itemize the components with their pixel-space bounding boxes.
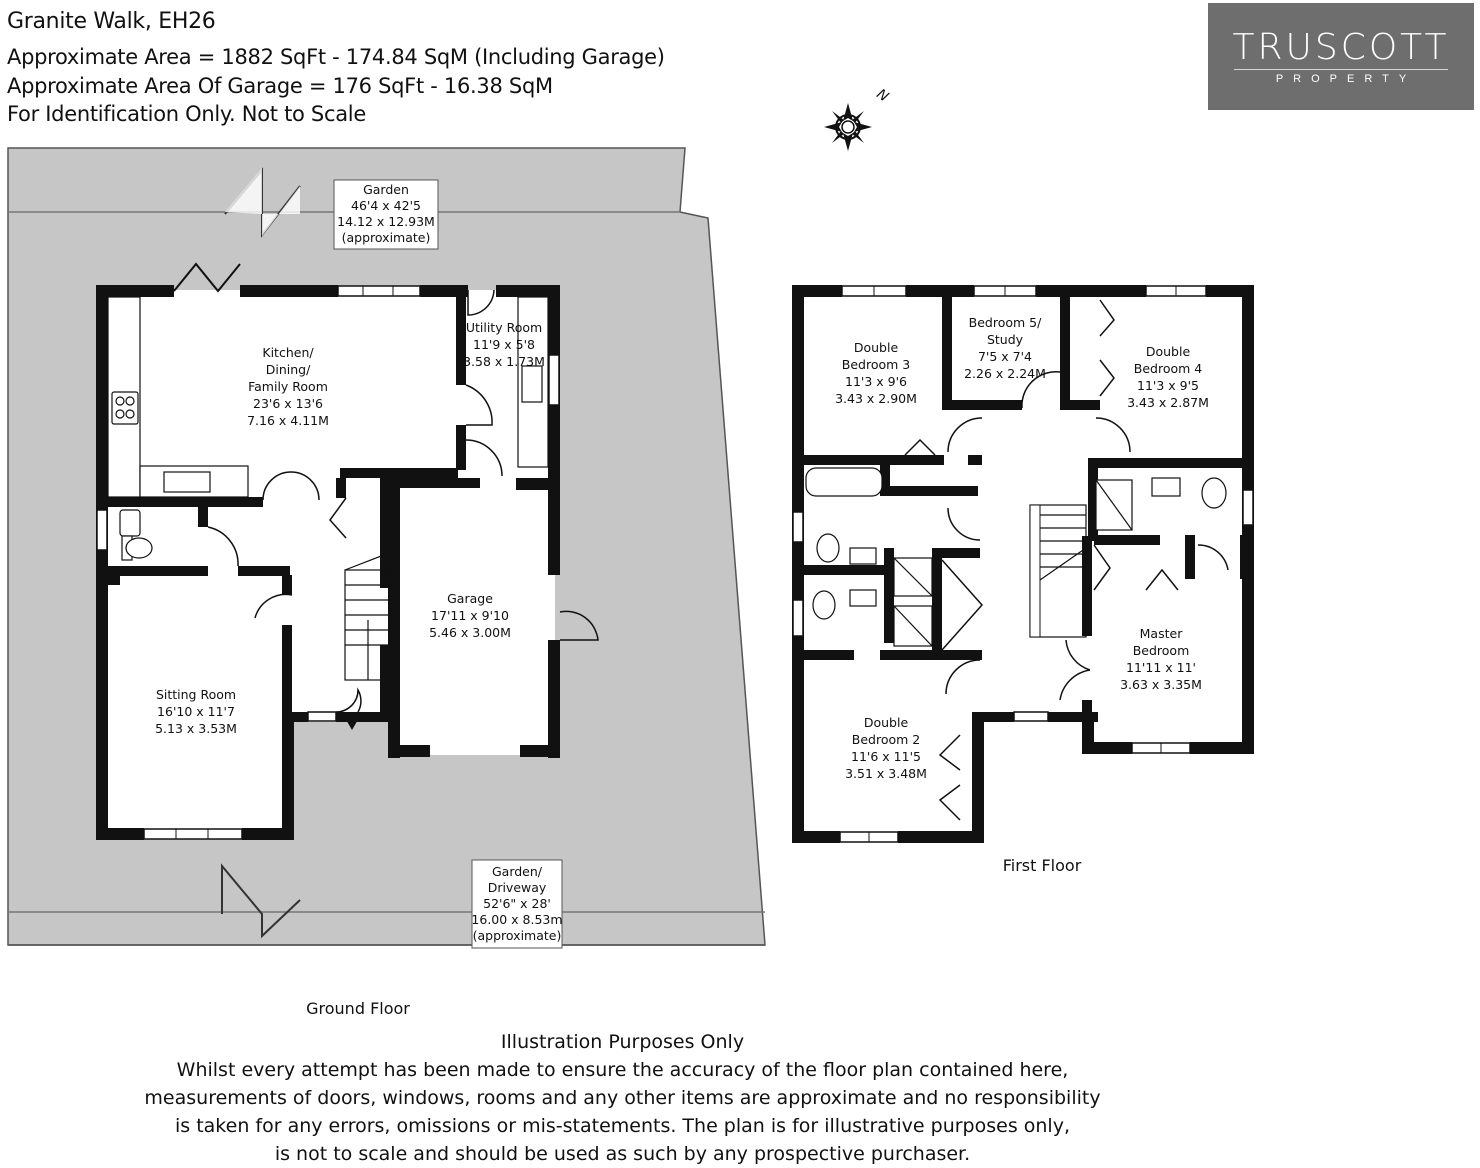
ground-floor-plan: Garden 46'4 x 42'5 14.12 x 12.93M (appro…	[7, 147, 766, 1018]
utility-name: Utility Room	[466, 320, 542, 335]
kitchen-dim-imperial: 23'6 x 13'6	[253, 396, 323, 411]
bed5-name2: Study	[987, 332, 1024, 347]
ground-floor-label: Ground Floor	[306, 999, 410, 1018]
bed3-name2: Bedroom 3	[842, 357, 910, 372]
first-floor-plan: Double Bedroom 3 11'3 x 9'6 3.43 x 2.90M…	[792, 285, 1254, 875]
bed5-dim-imperial: 7'5 x 7'4	[978, 349, 1032, 364]
ground-stairs	[344, 552, 390, 681]
ground-windows	[96, 285, 560, 840]
ground-walls	[96, 285, 560, 840]
bed5-name: Bedroom 5/	[969, 315, 1042, 330]
company-logo: TRUSCOTT PROPERTY	[1208, 3, 1474, 110]
area-garage: Approximate Area Of Garage = 176 SqFt - …	[7, 74, 553, 98]
ground-wc	[119, 509, 153, 561]
kitchen-label: Kitchen/ Dining/ Family Room 23'6 x 13'6…	[247, 345, 329, 428]
garage-dim-imperial: 17'11 x 9'10	[431, 608, 509, 623]
compass-icon	[824, 103, 872, 151]
bed3-name: Double	[854, 340, 899, 355]
bed2-name2: Bedroom 2	[852, 732, 920, 747]
garage-name: Garage	[447, 591, 493, 606]
bed4-dim-imperial: 11'3 x 9'5	[1137, 378, 1199, 393]
disclaimer-line: is taken for any errors, omissions or mi…	[175, 1115, 1070, 1137]
bed4-name2: Bedroom 4	[1134, 361, 1203, 376]
garden-bottom-dim-imperial: 52'6" x 28'	[483, 896, 551, 911]
logo-rule	[1234, 69, 1448, 70]
kitchen-units	[107, 296, 549, 498]
sitting-dim-metric: 5.13 x 3.53M	[155, 721, 237, 736]
master-dim-metric: 3.63 x 3.35M	[1120, 677, 1202, 692]
bedroom5-label: Bedroom 5/ Study 7'5 x 7'4 2.26 x 2.24M	[964, 315, 1046, 381]
utility-dim-imperial: 11'9 x 5'8	[473, 337, 535, 352]
bedroom4-label: Double Bedroom 4 11'3 x 9'5 3.43 x 2.87M	[1127, 344, 1209, 410]
garden-bottom-label-box: Garden/ Driveway 52'6" x 28' 16.00 x 8.5…	[471, 859, 563, 949]
master-name2: Bedroom	[1133, 643, 1190, 658]
kitchen-name: Kitchen/	[262, 345, 314, 360]
disclaimer-line: measurements of doors, windows, rooms an…	[144, 1087, 1101, 1109]
bed4-dim-metric: 3.43 x 2.87M	[1127, 395, 1209, 410]
property-title: Granite Walk, EH26	[7, 9, 216, 34]
utility-label: Utility Room 11'9 x 5'8 3.58 x 1.73M	[463, 320, 545, 369]
garden-top-dim-imperial: 46'4 x 42'5	[351, 198, 421, 213]
kitchen-dim-metric: 7.16 x 4.11M	[247, 413, 329, 428]
bed2-name: Double	[864, 715, 909, 730]
bed3-dim-imperial: 11'3 x 9'6	[845, 374, 907, 389]
master-dim-imperial: 11'11 x 11'	[1126, 660, 1196, 675]
bed4-name: Double	[1146, 344, 1191, 359]
garden-top-label-box: Garden 46'4 x 42'5 14.12 x 12.93M (appro…	[333, 179, 439, 250]
bed5-dim-metric: 2.26 x 2.24M	[964, 366, 1046, 381]
first-bathroom-fixtures	[805, 467, 1227, 647]
bedroom2-label: Double Bedroom 2 11'6 x 11'5 3.51 x 3.48…	[845, 715, 927, 781]
logo-name: TRUSCOTT	[1232, 27, 1450, 68]
disclaimer: Illustration Purposes Only Whilst every …	[100, 1028, 1145, 1168]
kitchen-name2: Dining/	[266, 362, 311, 377]
disclaimer-line: Whilst every attempt has been made to en…	[176, 1059, 1069, 1081]
garage-label: Garage 17'11 x 9'10 5.46 x 3.00M	[429, 591, 511, 640]
garden-top-name: Garden	[363, 182, 409, 197]
kitchen-name3: Family Room	[248, 379, 328, 394]
disclaimer-title: Illustration Purposes Only	[500, 1031, 745, 1053]
compass-north-label: N	[873, 86, 891, 105]
garage-dim-metric: 5.46 x 3.00M	[429, 625, 511, 640]
bedroom3-label: Double Bedroom 3 11'3 x 9'6 3.43 x 2.90M	[835, 340, 917, 406]
bed2-dim-imperial: 11'6 x 11'5	[851, 749, 921, 764]
sitting-room-label: Sitting Room 16'10 x 11'7 5.13 x 3.53M	[155, 687, 237, 736]
area-total: Approximate Area = 1882 SqFt - 174.84 Sq…	[7, 45, 665, 69]
logo-sub: PROPERTY	[1275, 73, 1417, 85]
first-walls	[792, 285, 1254, 843]
first-floor-label: First Floor	[1003, 856, 1082, 875]
utility-dim-metric: 3.58 x 1.73M	[463, 354, 545, 369]
garden-top-dim-metric: 14.12 x 12.93M	[337, 214, 435, 229]
bed3-dim-metric: 3.43 x 2.90M	[835, 391, 917, 406]
break-symbol-bottom	[221, 863, 301, 939]
disclaimer-line: is not to scale and should be used as su…	[274, 1143, 971, 1165]
bed2-dim-metric: 3.51 x 3.48M	[845, 766, 927, 781]
garden-bottom-dim-metric: 16.00 x 8.53m	[471, 912, 562, 927]
identification-note: For Identification Only. Not to Scale	[7, 102, 366, 126]
garden-bottom-name2: Driveway	[488, 880, 547, 895]
entrance-arrow-icon	[345, 712, 359, 730]
sitting-dim-imperial: 16'10 x 11'7	[157, 704, 235, 719]
garden-top-approx: (approximate)	[342, 230, 431, 245]
master-bedroom-label: Master Bedroom 11'11 x 11' 3.63 x 3.35M	[1120, 626, 1202, 692]
garden-bottom-approx: (approximate)	[473, 928, 562, 943]
sitting-name: Sitting Room	[156, 687, 236, 702]
master-name: Master	[1140, 626, 1184, 641]
garden-bottom-name: Garden/	[492, 864, 543, 879]
